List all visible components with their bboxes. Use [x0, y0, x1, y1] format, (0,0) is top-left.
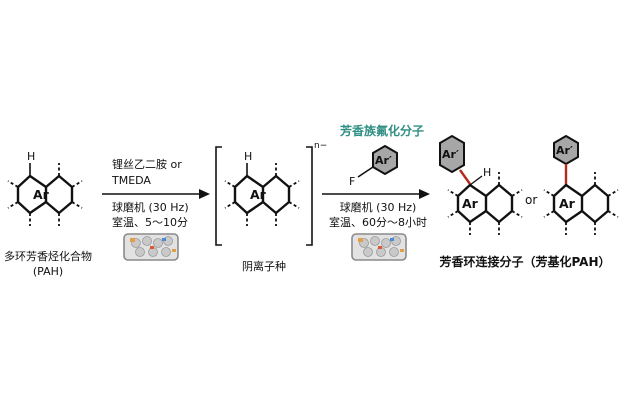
- product-or-label: or: [525, 193, 538, 207]
- product2-dashed-bonds: [543, 172, 619, 235]
- step2-condition-line2: 室温、60分～8小时: [329, 216, 427, 229]
- product2-aryl-label: Ar′: [556, 144, 573, 157]
- product2-ring-label: Ar: [559, 196, 575, 211]
- product1-h-label: H: [483, 166, 492, 179]
- product1-ring-label: Ar: [462, 196, 478, 211]
- reactant-h-label: H: [27, 150, 36, 163]
- reactant-ring-label: Ar: [33, 187, 49, 202]
- product1-ch-bond: [469, 175, 483, 186]
- intermediate-bracket-right: [306, 146, 313, 246]
- product-name: 芳香环连接分子（芳基化PAH）: [439, 255, 611, 269]
- product1-new-bond: [459, 169, 471, 185]
- step2-aryl-label: Ar′: [375, 154, 392, 167]
- product1-ring-icon: [456, 183, 514, 224]
- step2-f-label: F: [349, 175, 356, 188]
- step1-condition-line1: 球磨机 (30 Hz): [112, 201, 189, 214]
- step1-reagent-line1: 锂丝乙二胺 or: [112, 158, 182, 171]
- reactant-abbrev: (PAH): [32, 265, 64, 278]
- step2-title: 芳香族氟化分子: [339, 124, 425, 138]
- step2-condition-line1: 球磨机 (30 Hz): [339, 201, 417, 214]
- product1-aryl-hexagon-icon: [439, 134, 465, 174]
- reactant-dashed-bonds: [7, 163, 83, 226]
- reactant-name: 多环芳香烃化合物: [4, 250, 92, 263]
- step1-condition-line2: 室温、5～10分: [112, 216, 188, 229]
- ball-mill-vial-icon: [123, 233, 179, 261]
- product1-dashed-bonds: [447, 172, 523, 235]
- intermediate-bracket-left: [215, 146, 222, 246]
- step1-reagent-line2: TMEDA: [112, 174, 151, 187]
- intermediate-ring-label: Ar: [250, 187, 266, 202]
- product1-aryl-label: Ar′: [442, 148, 459, 161]
- reaction-arrow-1: [102, 189, 210, 199]
- intermediate-charge: n−: [314, 141, 328, 151]
- ball-mill-vial-icon: [351, 233, 407, 261]
- intermediate-h-label: H: [244, 150, 253, 163]
- reaction-arrow-2: [322, 189, 430, 199]
- aryl-fluoride-icon: [357, 144, 398, 178]
- intermediate-dashed-bonds: [224, 163, 300, 226]
- intermediate-name: 阴离子种: [242, 260, 286, 273]
